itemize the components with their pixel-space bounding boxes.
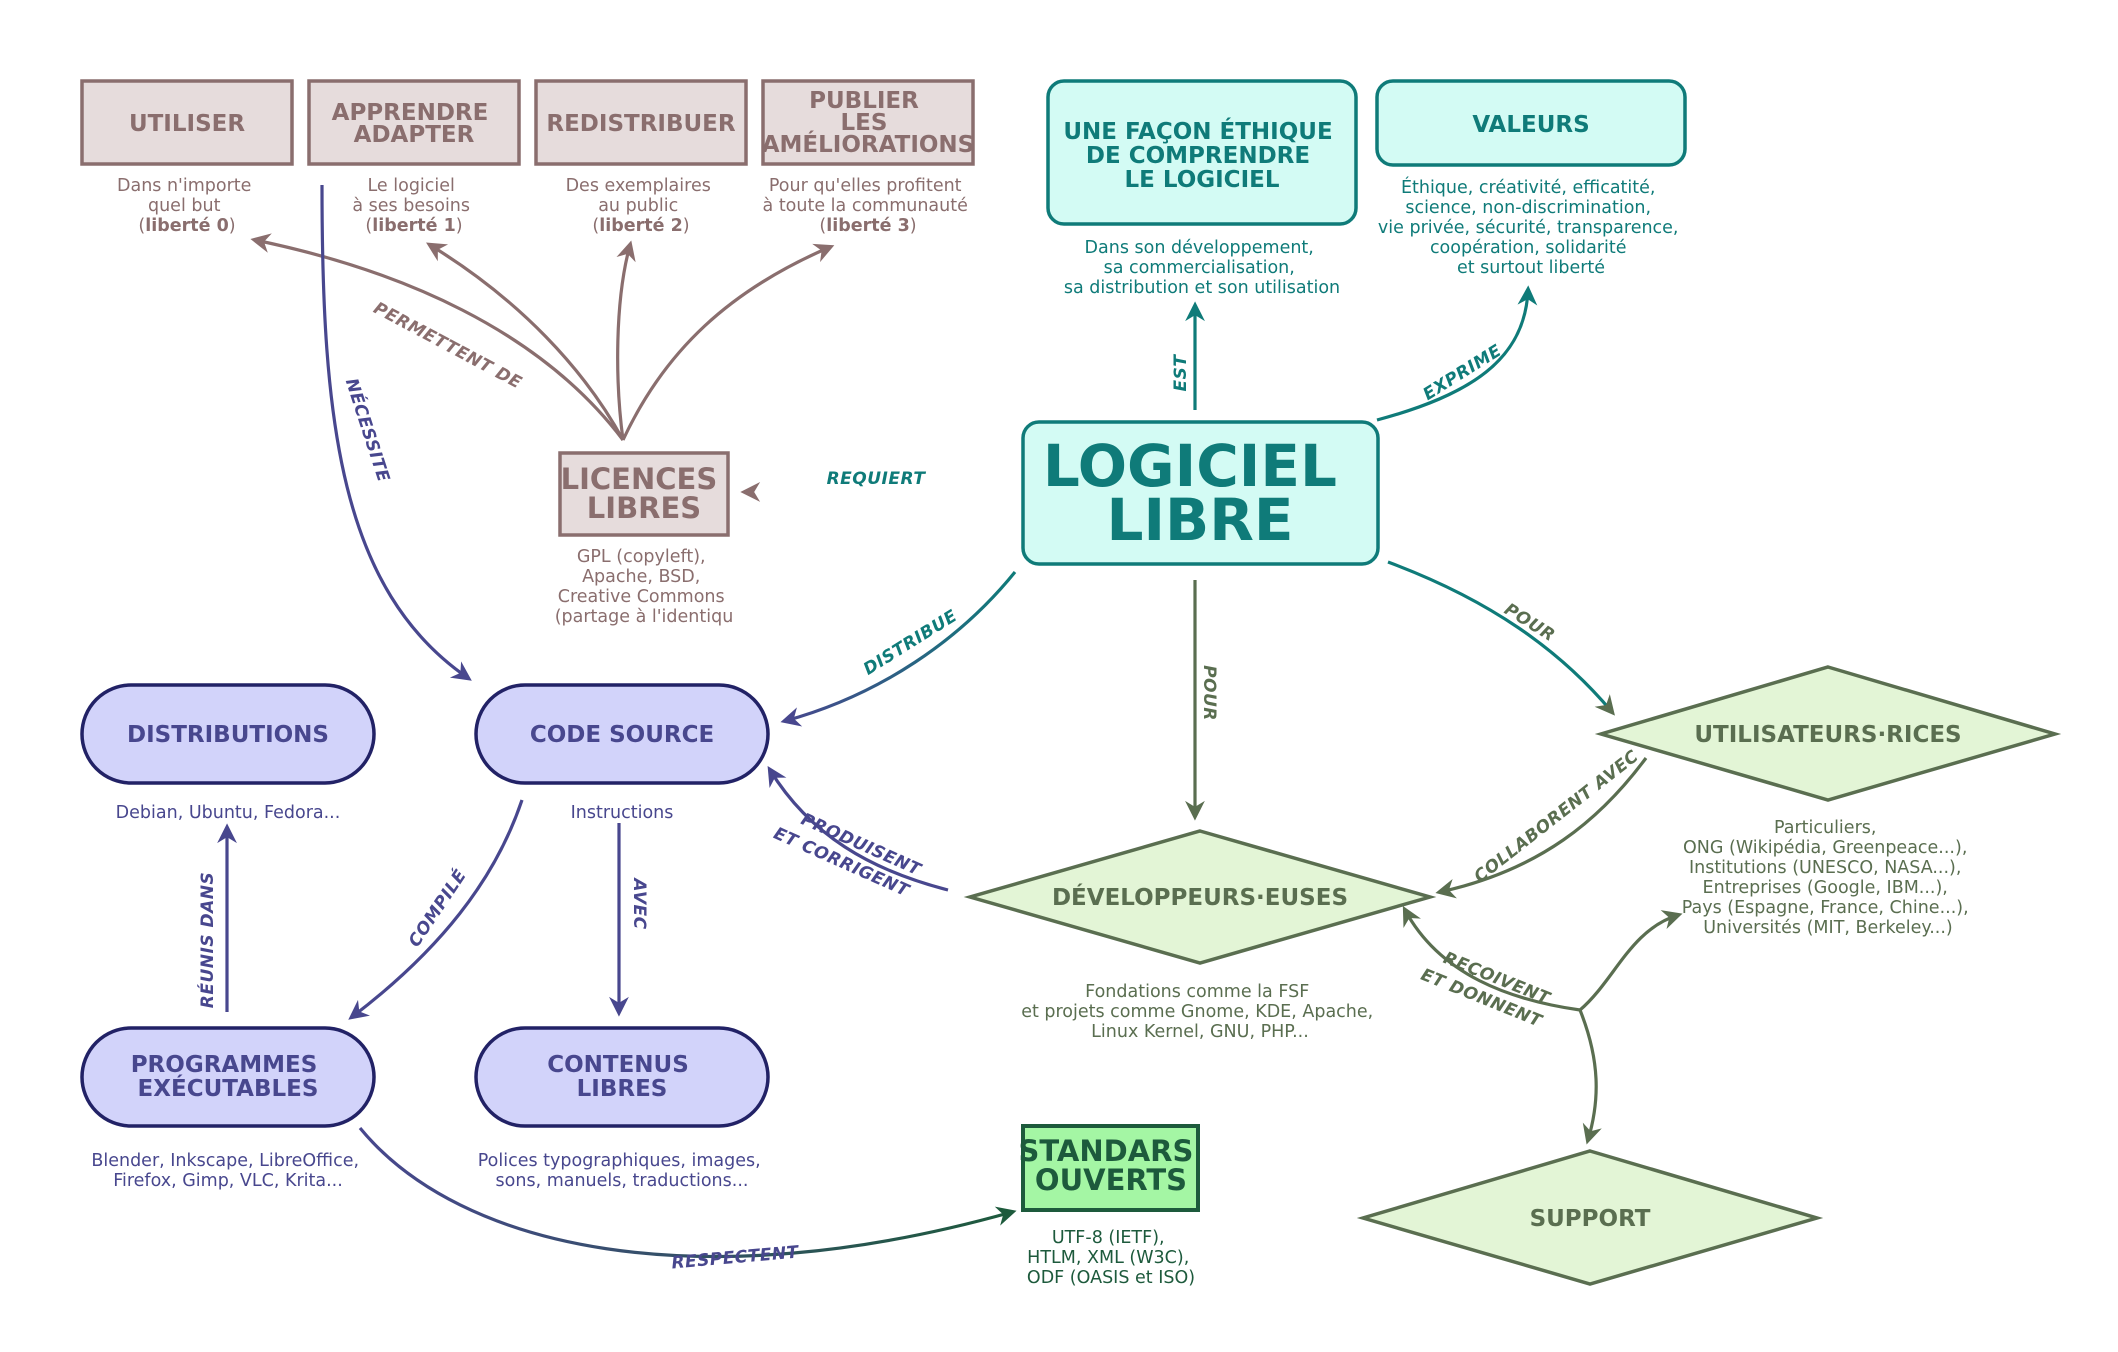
standards-title: STANDARS OUVERTS [1019,1134,1204,1197]
edge-compile [348,799,524,1020]
code-title: CODE SOURCE [530,722,714,748]
edge-permettent-redistribuer [616,240,636,441]
node-licences-box[interactable] [558,451,730,537]
developpeurs-caption: Fondations comme la FSF et projets comme… [1021,982,1379,1042]
edge-permettent-apprendre [426,242,625,441]
programmes-title: PROGRAMMES EXÉCUTABLES [131,1052,326,1102]
edge-collaborent [1435,757,1648,899]
label-produisent: PRODUISENT ET CORRIGENT [770,802,929,905]
edge-permettent-publier [621,243,835,441]
edge-pour-users [1387,560,1615,716]
node-code-box[interactable] [474,683,770,785]
edge-produisent [767,765,949,892]
support-title: SUPPORT [1530,1206,1651,1232]
distributions-title: DISTRIBUTIONS [127,722,329,748]
label-est: EST [1171,354,1191,392]
publier-title: PUBLIER LES AMÉLIORATIONS [762,88,975,158]
edge-permettent-utiliser [250,233,625,441]
node-valeurs-box[interactable] [1375,79,1687,167]
contenus-caption: Polices typographiques, images, sons, ma… [478,1151,767,1191]
utiliser-caption: Dans n'importe quel but (liberté 0) [117,176,257,236]
label-exprime: EXPRIME [1420,341,1506,405]
distributions-caption: Debian, Ubuntu, Fedora... [116,803,341,823]
edge-labels-layer: PERMETTENT DE NÉCESSITE REQUIERT EST EXP… [196,298,1643,1273]
publier-caption: Pour qu'elles profitent à toute la commu… [763,176,974,236]
node-redistribuer-box[interactable] [534,79,748,166]
node-utiliser-box[interactable] [80,79,294,166]
ethique-title: UNE FAÇON ÉTHIQUE DE COMPRENDRE LE LOGIC… [1063,117,1340,193]
edges-layer [217,184,1683,1259]
developpeurs-title: DÉVELOPPEURS·EUSES [1052,883,1348,911]
programmes-caption: Blender, Inkscape, LibreOffice, Firefox,… [91,1151,364,1191]
edge-distribue [780,570,1017,727]
node-logiciel-box[interactable] [1021,420,1380,566]
node-standards-box[interactable] [1021,1124,1200,1212]
label-necessite: NÉCESSITE [341,375,395,484]
apprendre-caption: Le logiciel à ses besoins (liberté 1) [352,176,475,236]
titles-layer: UTILISER APPRENDRE ADAPTER REDISTRIBUER … [127,88,1962,1232]
edge-necessite [320,184,472,681]
valeurs-caption: Éthique, créativité, efficatité, science… [1378,176,1684,278]
captions-layer: Dans n'importe quel but (liberté 0) Le l… [91,176,1974,1288]
licences-caption: GPL (copyleft), Apache, BSD, Creative Co… [555,547,734,627]
utiliser-title: UTILISER [129,111,245,137]
node-support-shape[interactable] [1356,1149,1824,1286]
ethique-caption: Dans son développement, sa commercialisa… [1064,238,1340,298]
code-caption: Instructions [571,803,674,823]
edge-hub-support [1578,1009,1602,1145]
label-permettent: PERMETTENT DE [370,298,525,393]
node-ethique-box[interactable] [1046,79,1358,226]
shapes-layer [80,79,2062,1286]
node-utilisateurs-shape[interactable] [1594,665,2062,802]
node-apprendre-box[interactable] [307,79,521,166]
node-developpeurs-shape[interactable] [963,829,1437,965]
redistribuer-title: REDISTRIBUER [546,111,736,137]
label-requiert: REQUIERT [827,469,927,489]
node-publier-box[interactable] [761,79,975,166]
edge-respectent [358,1126,1017,1259]
licences-title: LICENCES LIBRES [561,462,728,525]
node-programmes-box[interactable] [80,1026,376,1128]
apprendre-title: APPRENDRE ADAPTER [332,100,497,148]
redistribuer-caption: Des exemplaires au public (liberté 2) [566,176,717,236]
label-respectent: RESPECTENT [671,1242,801,1273]
standards-caption: UTF-8 (IETF), HTLM, XML (W3C), ODF (OASI… [1027,1228,1195,1288]
label-pour-dev: POUR [1199,665,1219,721]
valeurs-title: VALEURS [1472,112,1589,138]
edge-exprime [1376,285,1538,422]
node-contenus-box[interactable] [474,1026,770,1128]
utilisateurs-title: UTILISATEURS·RICES [1694,722,1961,748]
label-avec: AVEC [629,876,649,929]
edge-hub-users [1578,910,1683,1012]
edge-recoivent [1402,905,1581,1012]
label-distribue: DISTRIBUE [860,606,961,679]
label-collaborent: COLLABORENT AVEC [1471,746,1643,887]
node-distributions-box[interactable] [80,683,376,785]
utilisateurs-caption: Particuliers, ONG (Wikipédia, Greenpeace… [1682,818,1974,938]
label-reunis: RÉUNIS DANS [196,872,218,1008]
contenus-title: CONTENUS LIBRES [547,1052,697,1102]
logiciel-title: LOGICIEL LIBRE [1043,432,1357,554]
label-recoivent: REÇOIVENT ET DONNENT [1418,943,1559,1034]
